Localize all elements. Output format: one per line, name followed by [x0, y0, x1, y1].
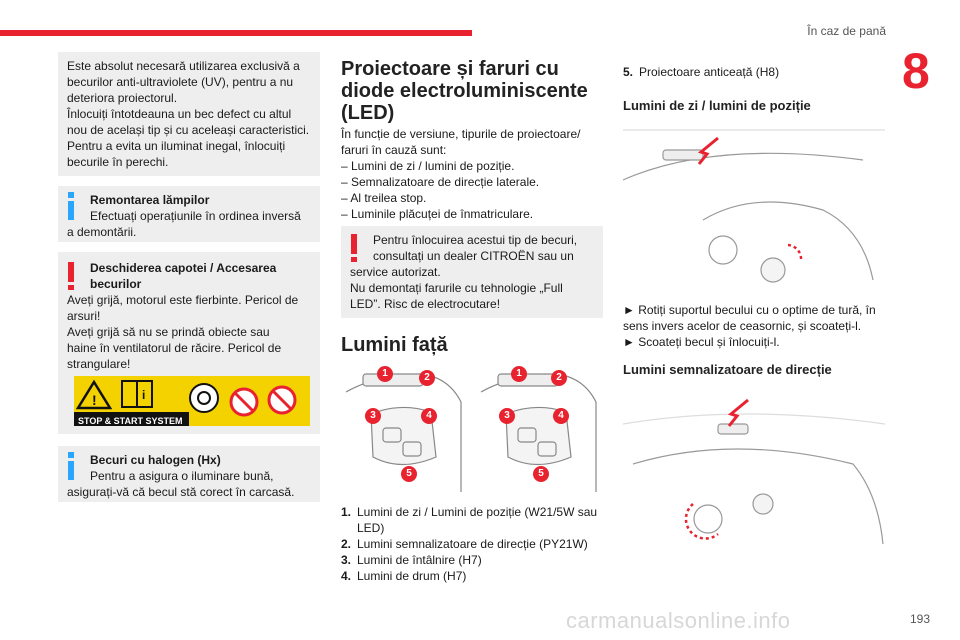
svg-text:!: ! — [92, 392, 97, 408]
sticker-icons: ! i — [74, 379, 297, 426]
list-item: 3. Lumini de întâlnire (H7) — [341, 552, 606, 568]
drl-diagram — [622, 120, 885, 296]
list-num: 3. — [341, 553, 352, 567]
page-number: 193 — [909, 612, 930, 626]
drl-heading: Lumini de zi / lumini de poziție — [623, 98, 811, 113]
front-headlamp-diagram: 1 2 3 4 5 1 2 3 4 5 — [341, 362, 603, 498]
note-line: deteriora proiectorul. — [67, 91, 178, 105]
list-text: Lumini semnalizatoare de direcție (PY21W… — [357, 537, 588, 551]
callout-badge: 2 — [419, 370, 435, 386]
list-num: 2. — [341, 537, 352, 551]
info-icon — [68, 452, 74, 480]
callout-badge: 3 — [365, 408, 381, 424]
note-line: nou de același tip și cu aceleași caract… — [67, 123, 310, 137]
heading-line: Proiectoare și faruri cu — [341, 58, 559, 80]
list-item: 5. Proiectoare anticeață (H8) — [623, 64, 779, 80]
note-line: asigurați-vă că becul stă corect în carc… — [67, 485, 295, 499]
note-line: Pentru a evita un iluminat inegal, înloc… — [67, 139, 286, 153]
warning-title: becurilor — [90, 277, 142, 291]
intro-line: În funcție de versiune, tipurile de proi… — [341, 127, 581, 141]
note-line: Efectuați operațiunile în ordinea invers… — [90, 209, 301, 223]
list-text: Lumini de drum (H7) — [357, 569, 467, 583]
turn-signal-drawing — [622, 398, 886, 545]
warning-line: arsuri! — [67, 309, 101, 323]
sticker-label: STOP & START SYSTEM — [78, 416, 183, 426]
warning-line: haine în ventilatorul de răcire. Pericol… — [67, 341, 282, 355]
note-line: a demontării. — [67, 225, 137, 239]
warning-line: Nu demontați farurile cu tehnologie „Ful… — [350, 281, 563, 295]
watermark: carmanualsonline.info — [566, 608, 791, 633]
note-line: becurilor anti-ultraviolete (UV), pentru… — [67, 75, 294, 89]
warning-line: service autorizat. — [350, 265, 441, 279]
callout-badge: 1 — [377, 366, 393, 382]
refit-lamps-note: Remontarea lămpilor Efectuați operațiuni… — [58, 186, 320, 242]
intro-line: faruri în cauză sunt: — [341, 143, 447, 157]
section-title: În caz de pană — [807, 24, 886, 38]
turn-signal-diagram — [622, 384, 886, 554]
intro-line: – Al treilea stop. — [341, 191, 427, 205]
list-item-cont: LED) — [357, 521, 385, 535]
step-line: sens invers acelor de ceasornic, și scoa… — [623, 319, 862, 333]
top-accent-bar — [0, 30, 472, 36]
callout-badge: 5 — [401, 466, 417, 482]
heading-line: (LED) — [341, 102, 395, 124]
chapter-number: 8 — [902, 43, 930, 99]
callout-badge: 4 — [421, 408, 437, 424]
warning-line: consultați un dealer CITROËN sau un — [373, 249, 574, 263]
intro-line: – Semnalizatoare de direcție laterale. — [341, 175, 540, 189]
halogen-bulb-note: Becuri cu halogen (Hx) Pentru a asigura … — [58, 446, 320, 502]
front-lights-heading: Lumini față — [341, 334, 448, 356]
list-text: Proiectoare anticeață (H8) — [639, 65, 780, 79]
list-num: 1. — [341, 505, 352, 519]
callout-badge: 2 — [551, 370, 567, 386]
turn-signal-heading: Lumini semnalizatoare de direcție — [623, 362, 832, 377]
warning-icon — [68, 262, 74, 290]
chapter-tab: 8 — [888, 43, 960, 100]
list-item: 1. Lumini de zi / Lumini de poziție (W21/… — [341, 504, 606, 520]
front-lights-list: 1. Lumini de zi / Lumini de poziție (W21/… — [341, 504, 606, 584]
warning-icon — [351, 234, 357, 262]
callout-badge: 5 — [533, 466, 549, 482]
info-icon — [68, 192, 74, 220]
list-text: Lumini de zi / Lumini de poziție (W21/5W… — [357, 505, 598, 519]
callout-badge: 4 — [553, 408, 569, 424]
list-item: 4. Lumini de drum (H7) — [341, 568, 606, 584]
drl-drawing — [622, 129, 885, 283]
warning-line: Aveți grijă, motorul este fierbinte. Per… — [67, 293, 299, 307]
step-line: ► Scoateți becul și înlocuiți-l. — [623, 335, 780, 349]
intro-line: – Luminile plăcuței de înmatriculare. — [341, 207, 534, 221]
warning-line: LED”. Risc de electrocutare! — [350, 297, 501, 311]
note-title: Remontarea lămpilor — [90, 193, 210, 207]
step-line: ► Rotiți suportul becului cu o optime de… — [623, 303, 876, 317]
warning-line: strangulare! — [67, 357, 131, 371]
led-heading: Proiectoare și faruri cu diode electrolu… — [341, 58, 588, 124]
note-line: Pentru a asigura o iluminare bună, — [90, 469, 274, 483]
drl-steps: ► Rotiți suportul becului cu o optime de… — [623, 302, 876, 350]
list-num: 4. — [341, 569, 352, 583]
warning-line: Pentru înlocuirea acestui tip de becuri, — [373, 233, 578, 247]
list-num: 5. — [623, 65, 634, 79]
note-title: Becuri cu halogen (Hx) — [90, 453, 221, 467]
bonnet-warning: Deschiderea capotei / Accesarea becurilo… — [58, 252, 320, 434]
callout-badge: 1 — [511, 366, 527, 382]
warning-line: Aveți grijă să nu se prindă obiecte sau — [67, 325, 270, 339]
led-warning: Pentru înlocuirea acestui tip de becuri,… — [341, 226, 603, 318]
svg-text:i: i — [142, 388, 145, 402]
warning-title: Deschiderea capotei / Accesarea — [90, 261, 277, 275]
callout-badge: 3 — [499, 408, 515, 424]
list-text: Lumini de întâlnire (H7) — [357, 553, 482, 567]
uv-bulb-note: Este absolut necesară utilizarea exclusi… — [58, 52, 320, 176]
note-line: Este absolut necesară utilizarea exclusi… — [67, 59, 300, 73]
note-line: Înlocuiți întotdeauna un bec defect cu a… — [67, 107, 292, 121]
note-line: becurile în perechi. — [67, 155, 169, 169]
intro-line: – Lumini de zi / lumini de poziție. — [341, 159, 515, 173]
warning-sticker: ! i STOP & START SYSTEM — [74, 376, 310, 426]
heading-line: diode electroluminiscente — [341, 80, 588, 102]
list-item: 2. Lumini semnalizatoare de direcție (PY2… — [341, 536, 606, 552]
led-intro: În funcție de versiune, tipurile de proi… — [341, 126, 580, 222]
